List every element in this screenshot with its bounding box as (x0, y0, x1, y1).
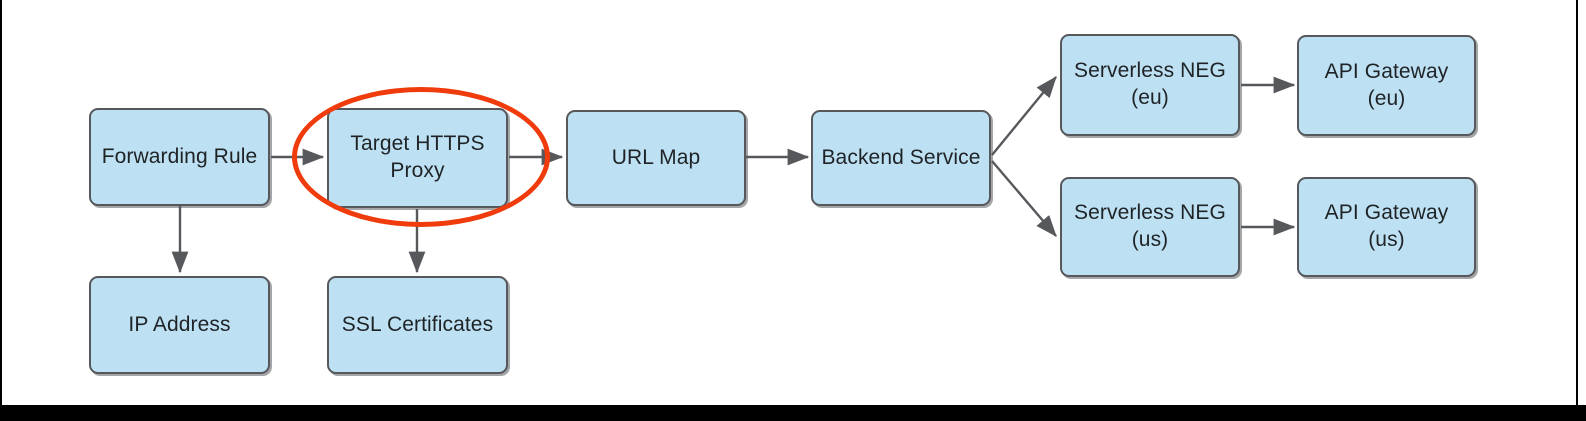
node-ssl-certificates-label: SSL Certificates (341, 312, 494, 336)
node-backend-service-label: Backend Service (821, 145, 981, 169)
node-target-https-proxy-label: Target HTTPS Proxy (350, 132, 485, 182)
edge-backend-service-to-serverless-neg-eu (991, 76, 1057, 156)
node-forwarding-rule-label: Forwarding Rule (101, 144, 258, 168)
edge-backend-service-to-serverless-neg-us (991, 160, 1057, 237)
node-ip-address[interactable]: IP Address (89, 276, 270, 374)
node-url-map[interactable]: URL Map (566, 110, 746, 206)
node-ip-address-label: IP Address (128, 312, 231, 336)
node-forwarding-rule[interactable]: Forwarding Rule (89, 108, 270, 206)
node-url-map-label: URL Map (611, 145, 701, 169)
node-serverless-neg-us-label: Serverless NEG (us) (1074, 201, 1226, 251)
node-api-gateway-eu-label: API Gateway (eu) (1324, 59, 1449, 110)
page-frame-left-rule (0, 0, 2, 421)
node-serverless-neg-us[interactable]: Serverless NEG (us) (1060, 177, 1240, 277)
node-serverless-neg-eu-label: Serverless NEG (eu) (1074, 59, 1226, 109)
node-api-gateway-eu[interactable]: API Gateway (eu) (1297, 35, 1476, 136)
node-api-gateway-us[interactable]: API Gateway (us) (1297, 177, 1476, 277)
page-frame-bottom-bar (0, 405, 1586, 421)
node-api-gateway-us-label: API Gateway (us) (1324, 201, 1449, 251)
node-target-https-proxy[interactable]: Target HTTPS Proxy (327, 108, 508, 208)
node-serverless-neg-eu[interactable]: Serverless NEG (eu) (1060, 34, 1240, 136)
page-frame-right-rule (1576, 0, 1578, 421)
node-ssl-certificates[interactable]: SSL Certificates (327, 276, 508, 374)
node-backend-service[interactable]: Backend Service (811, 110, 991, 206)
